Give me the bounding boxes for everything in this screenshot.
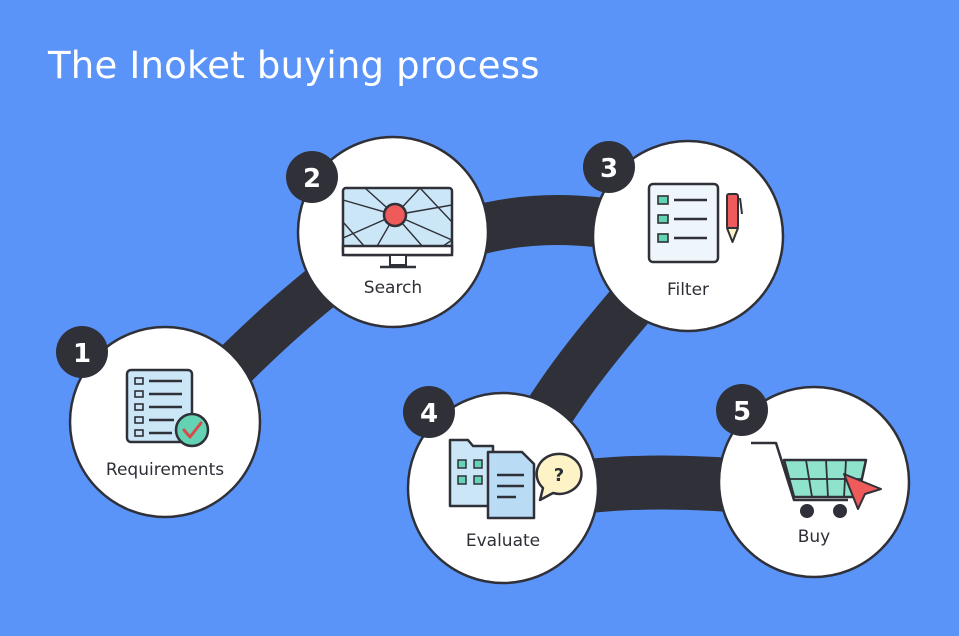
step-label: Evaluate <box>466 531 540 551</box>
clipboard-icon <box>647 182 720 264</box>
question-mark: ? <box>554 465 564 486</box>
cursor-icon <box>843 473 882 510</box>
page-title: The Inoket buying process <box>48 44 540 87</box>
documents-icon <box>448 438 536 520</box>
step-number-badge <box>286 151 338 203</box>
pen-icon <box>726 193 743 243</box>
step-number: 2 <box>303 164 321 194</box>
step-filter: Filter 3 <box>583 139 785 333</box>
step-number: 3 <box>600 154 618 184</box>
step-label: Search <box>364 278 422 298</box>
step-buy: Buy 5 <box>716 384 911 579</box>
step-number-badge <box>716 384 768 436</box>
step-requirements: Requirements 1 <box>56 325 262 519</box>
step-number-badge <box>403 386 455 438</box>
checklist-icon <box>125 368 210 448</box>
monitor-icon <box>341 186 454 269</box>
cart-icon <box>751 441 868 518</box>
question-bubble-icon: ? <box>535 452 583 502</box>
step-number-badge <box>56 326 108 378</box>
step-search: Search 2 <box>286 135 490 329</box>
step-label: Requirements <box>106 460 224 480</box>
step-evaluate: ? Evaluate 4 <box>403 386 600 585</box>
check-badge-icon <box>174 412 210 448</box>
step-number: 5 <box>733 397 751 427</box>
step-number: 1 <box>73 339 91 369</box>
step-number-badge <box>583 141 635 193</box>
step-label: Filter <box>667 280 709 300</box>
step-number: 4 <box>420 399 438 429</box>
step-label: Buy <box>798 527 831 547</box>
